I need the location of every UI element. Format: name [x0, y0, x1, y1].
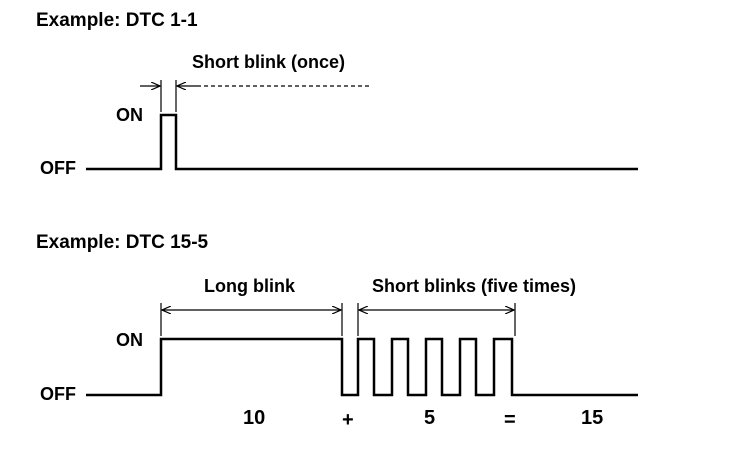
example1-off-label: OFF: [40, 158, 76, 178]
short-blink-once-label: Short blink (once): [192, 52, 345, 72]
long-blink-label: Long blink: [204, 276, 296, 296]
short-blinks-value: 5: [424, 407, 435, 429]
equals-sign: =: [504, 409, 516, 431]
short-blinks-label: Short blinks (five times): [372, 276, 576, 296]
example2-on-label: ON: [116, 330, 143, 350]
plus-sign: +: [342, 409, 354, 431]
example2-title: Example: DTC 15-5: [36, 232, 209, 253]
example2-signal-waveform: [86, 337, 638, 397]
dtc-total-value: 15: [581, 407, 603, 429]
example1-title: Example: DTC 1-1: [36, 10, 198, 31]
long-blink-value: 10: [243, 407, 265, 429]
example1-signal-waveform: [86, 113, 638, 171]
example2-off-label: OFF: [40, 384, 76, 404]
example1-on-label: ON: [116, 105, 143, 125]
